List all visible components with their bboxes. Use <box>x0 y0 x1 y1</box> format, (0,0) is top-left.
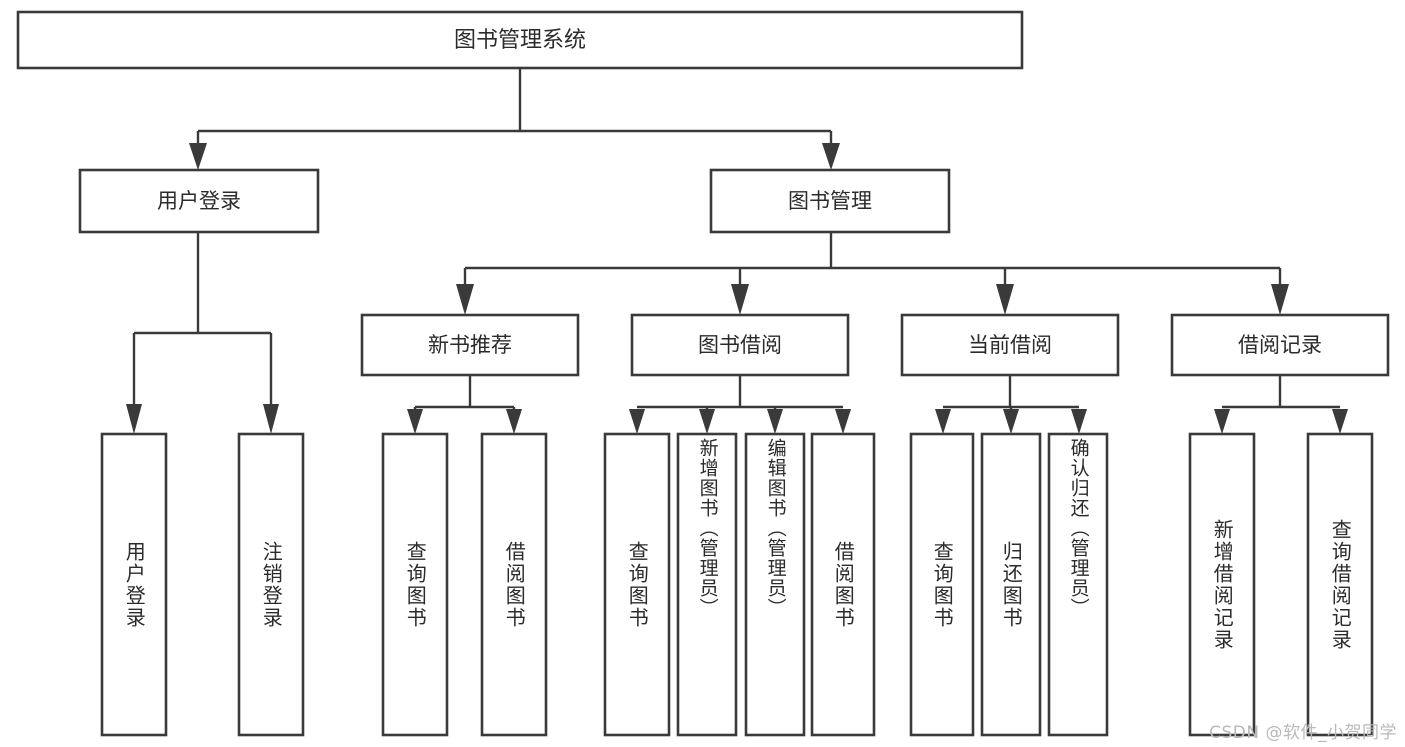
arrow-leaf-return-book <box>1003 409 1019 434</box>
node-leaf-query-record[interactable] <box>1306 432 1374 737</box>
arrow-leaf-add-record <box>1214 409 1230 434</box>
arrow-leaf-edit-book <box>767 409 783 434</box>
node-leaf-query-book-1[interactable] <box>381 432 449 737</box>
node-root-label: 图书管理系统 <box>454 28 586 53</box>
node-book-borrow-label: 图书借阅 <box>698 333 782 357</box>
node-leaf-query-book-2[interactable] <box>603 432 671 737</box>
arrow-leaf-borrow-book-2 <box>835 409 851 434</box>
node-layer: 图书管理系统 用户登录 图书管理 新书推荐 图书借阅 当前借阅 借阅记录 <box>16 10 1390 737</box>
node-leaf-add-record[interactable] <box>1188 432 1256 737</box>
arrow-book-manage <box>822 143 840 170</box>
node-leaf-logout[interactable] <box>237 432 305 737</box>
arrow-leaf-query-book-2 <box>629 409 645 434</box>
node-new-book-rec-label: 新书推荐 <box>428 333 512 357</box>
node-user-login[interactable] <box>78 168 320 234</box>
node-borrow-record-label: 借阅记录 <box>1238 333 1322 357</box>
node-leaf-user-login[interactable] <box>100 432 168 737</box>
arrow-new-book-rec <box>456 284 474 315</box>
node-new-book-rec[interactable] <box>360 313 580 377</box>
arrow-leaf-query-record <box>1332 409 1348 434</box>
node-leaf-borrow-book-1[interactable] <box>480 432 548 737</box>
node-leaf-add-book[interactable] <box>676 432 738 737</box>
connector-layer <box>126 68 1348 434</box>
arrow-user-login <box>189 143 207 170</box>
node-book-manage[interactable] <box>709 168 951 234</box>
arrow-book-borrow <box>731 284 749 315</box>
arrow-leaf-confirm-return <box>1071 409 1087 434</box>
node-leaf-return-book[interactable] <box>980 432 1042 737</box>
node-leaf-query-book-3[interactable] <box>909 432 975 737</box>
arrow-borrow-record <box>1271 284 1289 315</box>
arrow-leaf-query-book-3 <box>935 409 951 434</box>
node-leaf-borrow-book-2[interactable] <box>810 432 876 737</box>
node-leaf-confirm-return[interactable] <box>1047 432 1109 737</box>
csdn-watermark: CSDN @软件_小贺同学 <box>1209 723 1397 743</box>
node-leaf-edit-book[interactable] <box>744 432 806 737</box>
node-borrow-record[interactable] <box>1170 313 1390 377</box>
node-root[interactable] <box>16 10 1024 70</box>
node-current-borrow-label: 当前借阅 <box>968 333 1052 357</box>
arrow-leaf-query-book-1 <box>407 409 423 434</box>
node-book-manage-label: 图书管理 <box>788 189 872 213</box>
node-book-borrow[interactable] <box>630 313 850 377</box>
node-current-borrow[interactable] <box>900 313 1120 377</box>
node-user-login-label: 用户登录 <box>157 189 241 213</box>
arrow-leaf-user-login <box>126 404 142 434</box>
arrow-leaf-borrow-book-1 <box>506 409 522 434</box>
arrow-leaf-add-book <box>699 409 715 434</box>
arrow-current-borrow <box>996 284 1014 315</box>
arrow-leaf-logout <box>263 404 279 434</box>
